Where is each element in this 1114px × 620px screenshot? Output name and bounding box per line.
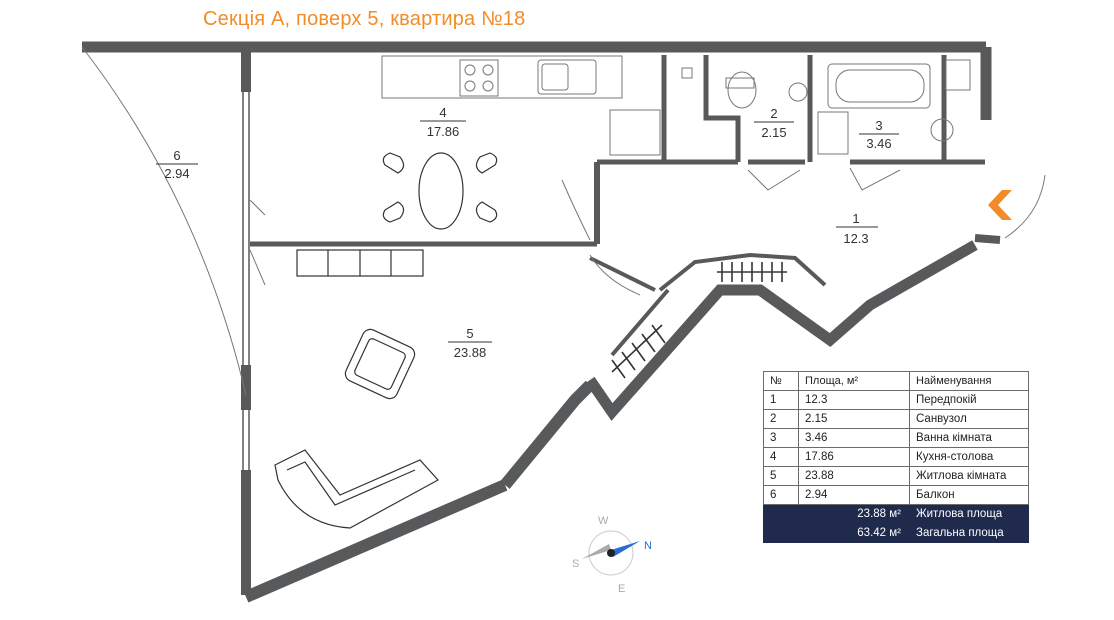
outer-wall-bottom	[243, 479, 508, 603]
compass-w: W	[598, 515, 609, 527]
table-row: 4 17.86 Кухня-столова	[763, 447, 1029, 467]
table-header-row: № Площа, м² Найменування	[763, 371, 1029, 391]
room-label-3: 3 3.46	[859, 118, 899, 151]
armchair	[344, 328, 416, 400]
svg-text:12.3: 12.3	[843, 231, 868, 246]
entrance-arrow-icon	[988, 190, 1012, 220]
compass-s: S	[572, 558, 579, 570]
summary-row-total: 63.42 м² Загальна площа	[763, 523, 1029, 543]
svg-text:3.46: 3.46	[866, 136, 891, 151]
svg-text:2: 2	[770, 106, 777, 121]
summary-row-living: 23.88 м² Житлова площа	[763, 504, 1029, 524]
outer-wall-right-lower	[585, 240, 978, 421]
room-label-1: 1 12.3	[836, 211, 878, 246]
table-row: 6 2.94 Балкон	[763, 485, 1029, 505]
corridor-closet	[611, 262, 787, 379]
compass-e: E	[618, 583, 625, 595]
col-header-num: №	[763, 371, 799, 391]
svg-text:3: 3	[875, 118, 882, 133]
window-left	[242, 92, 250, 470]
room-label-5: 5 23.88	[448, 326, 492, 360]
dining-table	[382, 152, 498, 230]
table-row: 3 3.46 Ванна кімната	[763, 428, 1029, 448]
svg-text:17.86: 17.86	[427, 124, 460, 139]
col-header-area: Площа, м²	[798, 371, 910, 391]
col-header-name: Найменування	[909, 371, 1029, 391]
balcony-edge	[81, 46, 247, 396]
table-row: 5 23.88 Житлова кімната	[763, 466, 1029, 486]
sofa	[274, 449, 439, 529]
table-row: 1 12.3 Передпокій	[763, 390, 1029, 410]
svg-text:5: 5	[466, 326, 473, 341]
svg-text:4: 4	[439, 105, 446, 120]
wardrobe	[296, 249, 424, 277]
bathroom-fixtures	[681, 59, 971, 155]
svg-text:2.15: 2.15	[761, 125, 786, 140]
svg-text:2.94: 2.94	[164, 166, 189, 181]
svg-text:1: 1	[852, 211, 859, 226]
page-title: Секція А, поверх 5, квартира №18	[203, 8, 526, 30]
area-table: № Площа, м² Найменування 1 12.3 Передпок…	[763, 371, 1029, 543]
compass: W N S E	[572, 515, 652, 595]
compass-n: N	[644, 540, 652, 552]
svg-text:23.88: 23.88	[454, 345, 487, 360]
door-swings	[249, 167, 1046, 296]
room-label-2: 2 2.15	[754, 106, 794, 140]
room-label-4: 4 17.86	[420, 105, 466, 139]
svg-text:6: 6	[173, 148, 180, 163]
room-label-6: 6 2.94	[156, 148, 198, 181]
table-row: 2 2.15 Санвузол	[763, 409, 1029, 429]
kitchen-counter	[381, 55, 661, 156]
